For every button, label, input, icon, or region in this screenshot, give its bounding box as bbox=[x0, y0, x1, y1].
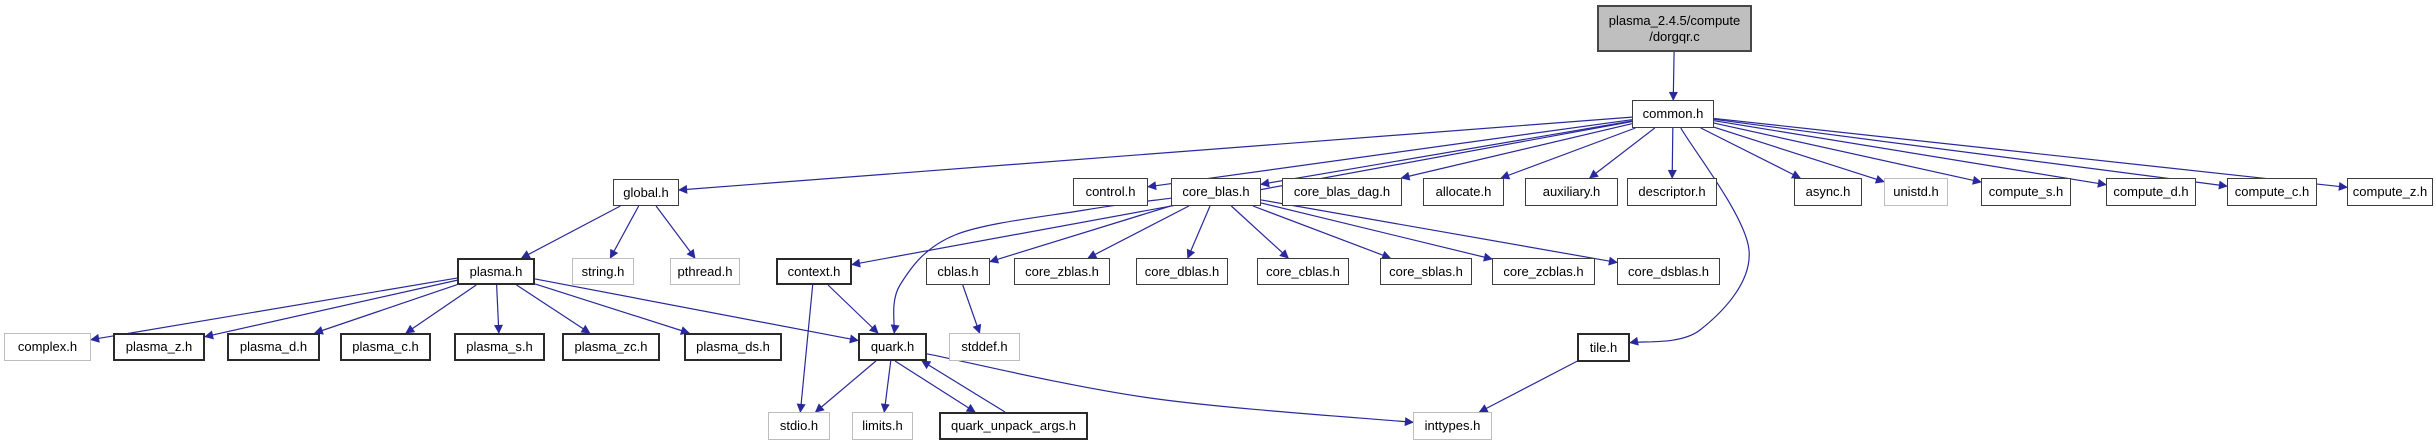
edge-quark-to-inttypes bbox=[926, 353, 1414, 427]
edge-common-to-compute_z bbox=[1713, 117, 2348, 191]
edge-common-to-auxiliary bbox=[1589, 127, 1656, 179]
edge-quark-to-limits bbox=[880, 360, 892, 413]
node-plasma-ds[interactable]: plasma_ds.h bbox=[684, 333, 782, 361]
node-stdio: stdio.h bbox=[768, 412, 830, 440]
edge-plasma-to-plasma_c bbox=[405, 284, 477, 334]
edge-global-to-plasma bbox=[520, 205, 621, 259]
node-core-blas-dag[interactable]: core_blas_dag.h bbox=[1282, 178, 1402, 206]
edge-plasma-to-plasma_zc bbox=[516, 284, 591, 334]
edge-common-to-compute_s bbox=[1713, 122, 1982, 185]
node-inttypes: inttypes.h bbox=[1413, 412, 1492, 440]
node-auxiliary[interactable]: auxiliary.h bbox=[1525, 178, 1618, 206]
edge-common-to-compute_d bbox=[1713, 120, 2107, 188]
node-compute-c[interactable]: compute_c.h bbox=[2227, 178, 2317, 206]
node-context[interactable]: context.h bbox=[776, 258, 852, 285]
node-dorgqr: plasma_2.4.5/compute /dorgqr.c bbox=[1597, 5, 1752, 52]
edge-common-to-descriptor bbox=[1667, 127, 1677, 179]
node-async[interactable]: async.h bbox=[1794, 178, 1862, 206]
edge-common-to-core_blas_dag bbox=[1400, 123, 1633, 181]
node-core-sblas[interactable]: core_sblas.h bbox=[1380, 258, 1472, 285]
node-control[interactable]: control.h bbox=[1073, 178, 1148, 206]
node-plasma-zc[interactable]: plasma_zc.h bbox=[562, 333, 660, 361]
node-core-cblas[interactable]: core_cblas.h bbox=[1257, 258, 1349, 285]
edge-core_blas-to-core_zcblas bbox=[1260, 202, 1493, 262]
edge-plasma-to-quark bbox=[534, 278, 859, 344]
node-limits: limits.h bbox=[852, 412, 913, 440]
edge-context-to-stdio bbox=[796, 284, 814, 413]
edge-common-to-global bbox=[678, 116, 1633, 194]
node-unistd: unistd.h bbox=[1884, 178, 1948, 206]
edge-plasma-to-plasma_ds bbox=[534, 283, 690, 335]
edge-core_blas-to-core_dblas bbox=[1186, 205, 1211, 259]
edge-cblas-to-stddef bbox=[962, 284, 982, 334]
edge-plasma-to-complex bbox=[90, 277, 458, 343]
edge-plasma-to-plasma_z bbox=[204, 279, 458, 340]
edge-core_blas-to-core_dsblas bbox=[1260, 199, 1618, 266]
edge-global-to-string bbox=[609, 205, 640, 259]
edge-context-to-quark bbox=[827, 284, 879, 334]
node-plasma-s[interactable]: plasma_s.h bbox=[454, 333, 545, 361]
node-stddef: stddef.h bbox=[949, 333, 1020, 361]
edge-quark-to-quark_unpack_args bbox=[894, 360, 976, 413]
node-tile[interactable]: tile.h bbox=[1577, 333, 1630, 362]
node-string: string.h bbox=[572, 258, 634, 285]
edge-common-to-core_blas bbox=[1260, 120, 1633, 188]
edge-common-to-compute_c bbox=[1713, 118, 2228, 190]
node-plasma[interactable]: plasma.h bbox=[457, 258, 535, 285]
node-cblas[interactable]: cblas.h bbox=[926, 258, 990, 285]
node-plasma-z[interactable]: plasma_z.h bbox=[113, 333, 205, 361]
node-core-zcblas[interactable]: core_zcblas.h bbox=[1492, 258, 1595, 285]
edge-dorgqr-to-common bbox=[1668, 51, 1678, 101]
edge-core_blas-to-cblas bbox=[989, 205, 1172, 264]
edge-core_blas-to-core_cblas bbox=[1230, 205, 1289, 259]
node-pthread: pthread.h bbox=[670, 258, 740, 285]
node-complex: complex.h bbox=[4, 333, 91, 361]
node-core-dsblas[interactable]: core_dsblas.h bbox=[1617, 258, 1720, 285]
edge-common-to-control bbox=[1147, 119, 1633, 191]
edge-plasma-to-plasma_d bbox=[313, 284, 458, 335]
edge-global-to-pthread bbox=[655, 205, 696, 259]
node-core-zblas[interactable]: core_zblas.h bbox=[1014, 258, 1110, 285]
node-plasma-c[interactable]: plasma_c.h bbox=[340, 333, 431, 361]
node-quark[interactable]: quark.h bbox=[858, 333, 927, 361]
edge-tile-to-inttypes bbox=[1478, 360, 1578, 413]
node-core-dblas[interactable]: core_dblas.h bbox=[1136, 258, 1228, 285]
node-core-blas[interactable]: core_blas.h bbox=[1171, 178, 1261, 206]
node-global[interactable]: global.h bbox=[613, 179, 679, 206]
node-compute-d[interactable]: compute_d.h bbox=[2106, 178, 2196, 206]
node-plasma-d[interactable]: plasma_d.h bbox=[227, 333, 320, 361]
edge-quark_unpack_args-to-quark bbox=[921, 360, 1006, 413]
edge-common-to-async bbox=[1700, 127, 1801, 179]
node-allocate[interactable]: allocate.h bbox=[1423, 178, 1504, 206]
node-common[interactable]: common.h bbox=[1632, 100, 1714, 128]
edge-plasma-to-plasma_s bbox=[493, 284, 503, 334]
node-descriptor[interactable]: descriptor.h bbox=[1627, 178, 1717, 206]
edge-common-to-unistd bbox=[1713, 126, 1885, 184]
edge-common-to-allocate bbox=[1500, 127, 1636, 180]
edge-quark-to-stdio bbox=[814, 360, 877, 413]
node-compute-z[interactable]: compute_z.h bbox=[2347, 178, 2433, 206]
edge-core_blas-to-core_sblas bbox=[1252, 205, 1392, 260]
node-compute-s[interactable]: compute_s.h bbox=[1981, 178, 2071, 206]
edge-common-to-tile bbox=[1629, 127, 1750, 346]
node-quark-unpack-args[interactable]: quark_unpack_args.h bbox=[939, 412, 1088, 440]
edge-core_blas-to-core_zblas bbox=[1087, 205, 1190, 259]
